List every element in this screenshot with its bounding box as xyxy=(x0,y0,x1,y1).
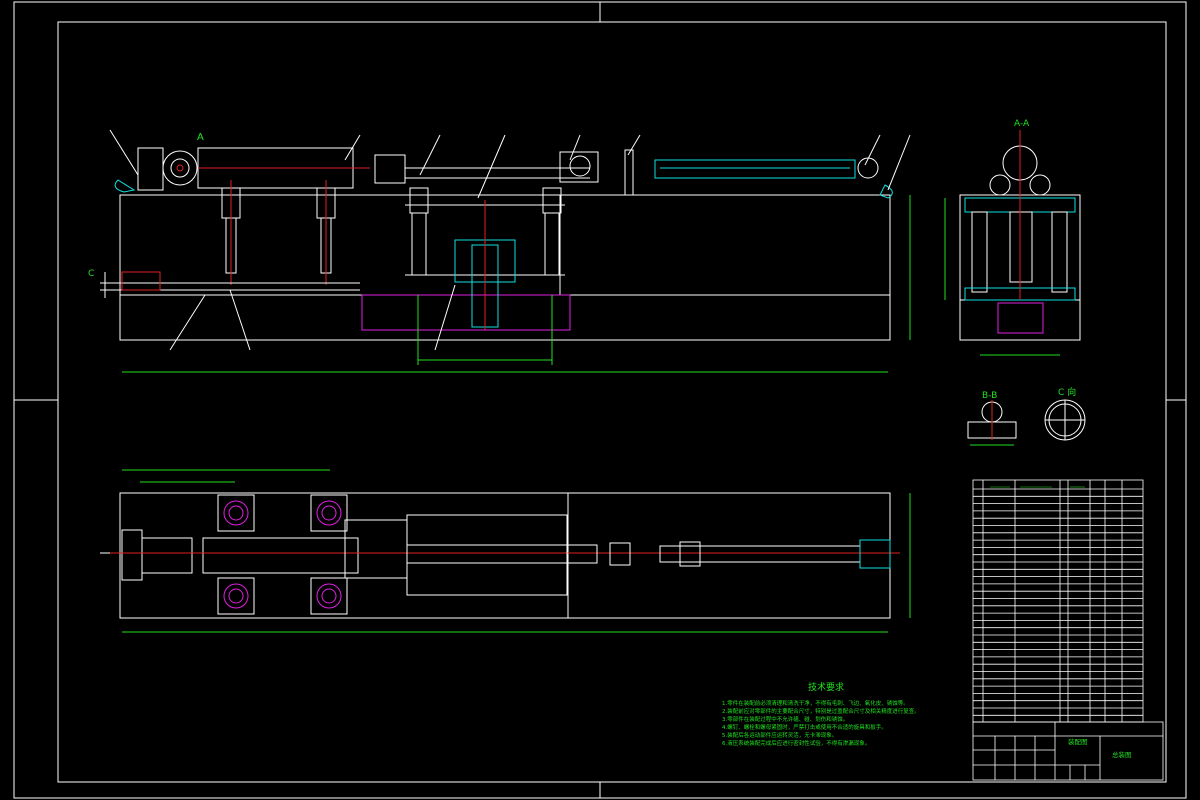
title-block xyxy=(972,721,1164,781)
svg-text:C: C xyxy=(88,269,94,279)
parts-list-table xyxy=(972,479,1144,723)
svg-text:A: A xyxy=(197,132,204,143)
detail-views: B-B C 向 xyxy=(967,386,1086,446)
tech-line-1: 1.零件在装配前必须清理和清洗干净，不得有毛刺、飞边、氧化皮、锈蚀等。 xyxy=(722,699,909,707)
tech-line-5: 5.装配后各运动部件应运转灵活，无卡滞现象。 xyxy=(722,731,837,739)
front-view: A C xyxy=(88,129,911,373)
view-c-label: C 向 xyxy=(1058,386,1076,398)
tech-line-2: 2.装配前应对零部件的主要配合尺寸，特别是过盈配合尺寸及相关精度进行复查。 xyxy=(722,707,920,715)
sheet-frame xyxy=(13,1,1187,799)
tech-line-3: 3.零部件在装配过程中不允许磕、碰、划伤和锈蚀。 xyxy=(722,715,848,723)
view-b-label: B-B xyxy=(982,391,997,401)
part-label: 总装图 xyxy=(1112,750,1132,759)
side-section-view: A-A xyxy=(944,119,1081,356)
tech-line-4: 4.螺钉、螺栓和螺母紧固时，严禁打击或使用不合适的旋具和扳手。 xyxy=(722,723,887,731)
section-a-label: A-A xyxy=(1014,119,1030,129)
tech-line-6: 6.液压系统装配完成后应进行密封性试验，不得有渗漏现象。 xyxy=(722,739,870,747)
tech-requirements-title: 技术要求 xyxy=(808,681,844,693)
tech-requirements: 技术要求 1.零件在装配前必须清理和清洗干净，不得有毛刺、飞边、氧化皮、锈蚀等。… xyxy=(722,681,920,747)
drawing-name: 装配图 xyxy=(1068,737,1088,746)
plan-view xyxy=(100,469,911,633)
